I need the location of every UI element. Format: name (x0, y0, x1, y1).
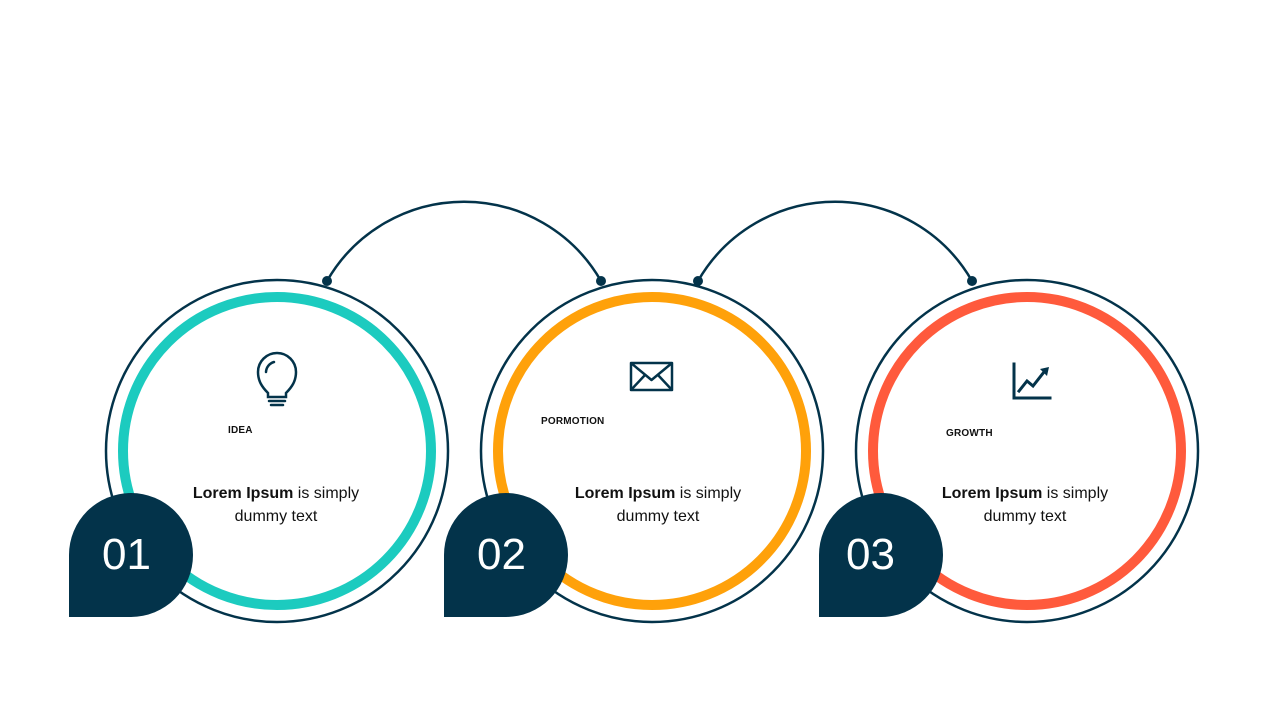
connector-dot (596, 276, 606, 286)
number-badge-2 (444, 493, 568, 617)
outer-ring-2 (479, 278, 825, 624)
step-label-3: GROWTH (946, 428, 993, 439)
connector-dot (322, 276, 332, 286)
description-line2: dummy text (234, 508, 318, 525)
step-label-1: IDEA (228, 425, 253, 436)
color-ring-1 (118, 292, 436, 610)
description-rest: is simply (675, 485, 742, 502)
step-number-3: 03 (846, 530, 895, 579)
step-number-1: 01 (102, 530, 151, 579)
outer-ring-3 (854, 278, 1200, 624)
lightbulb-icon (256, 351, 298, 407)
growth-chart-icon (1012, 362, 1052, 400)
connector-arc-1 (325, 200, 603, 282)
color-ring-3 (868, 292, 1186, 610)
description-bold: Lorem Ipsum (192, 485, 294, 502)
step-description-2: Lorem Ipsum is simply dummy text (548, 482, 768, 528)
connector-arc-2 (696, 200, 974, 282)
outer-ring-1 (104, 278, 450, 624)
description-line2: dummy text (616, 508, 700, 525)
step-label-2: PORMOTION (541, 416, 605, 427)
description-bold: Lorem Ipsum (941, 485, 1043, 502)
color-ring-2 (493, 292, 811, 610)
connector-dot (693, 276, 703, 286)
envelope-icon (629, 361, 674, 392)
description-rest: is simply (293, 485, 360, 502)
description-line2: dummy text (983, 508, 1067, 525)
connector-dot (967, 276, 977, 286)
step-description-1: Lorem Ipsum is simply dummy text (166, 482, 386, 528)
number-badge-1 (69, 493, 193, 617)
step-number-2: 02 (477, 530, 526, 579)
description-bold: Lorem Ipsum (574, 485, 676, 502)
number-badge-3 (819, 493, 943, 617)
step-description-3: Lorem Ipsum is simply dummy text (915, 482, 1135, 528)
description-rest: is simply (1042, 485, 1109, 502)
